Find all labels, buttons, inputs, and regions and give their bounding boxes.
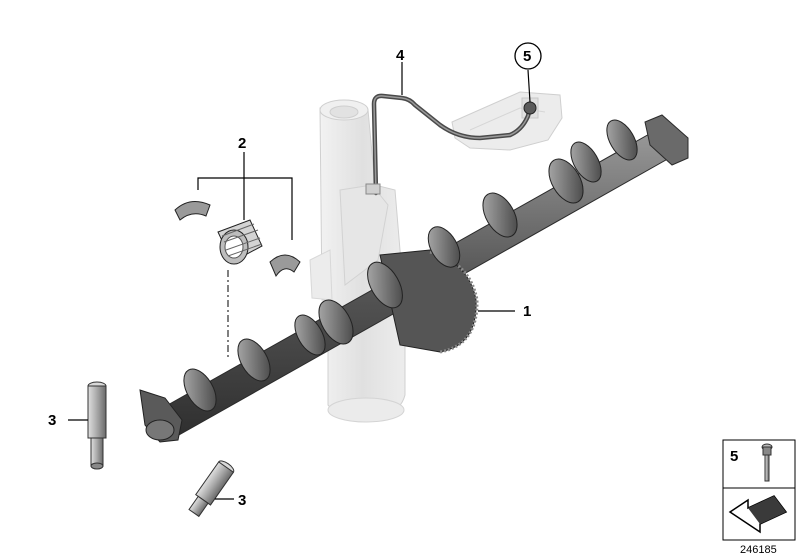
callout-5: 5 (523, 48, 531, 65)
screw-icon (761, 443, 773, 482)
callout-1: 1 (523, 303, 531, 320)
arrow-icon (728, 495, 788, 534)
cam-lobes (183, 119, 638, 412)
bearing-shell-upper (174, 200, 211, 221)
pin-lower (188, 460, 235, 518)
legend-screw-number: 5 (730, 448, 738, 465)
callout-3-upper: 3 (48, 412, 56, 429)
callout-2: 2 (238, 135, 246, 152)
bearing-shell-lower (269, 254, 301, 278)
camshaft (139, 114, 689, 443)
callout-3-lower: 3 (238, 492, 246, 509)
callout-leaders (68, 62, 531, 500)
pin-upper (87, 381, 107, 470)
bearing-kit (174, 152, 301, 360)
callout-4: 4 (396, 47, 405, 64)
diagram-id: 246185 (740, 544, 777, 556)
callout-5-circle (514, 42, 542, 70)
oil-line (365, 93, 537, 196)
mounting-bracket (451, 91, 563, 151)
legend-box: 5 (722, 439, 796, 541)
needle-bearing (217, 219, 263, 265)
